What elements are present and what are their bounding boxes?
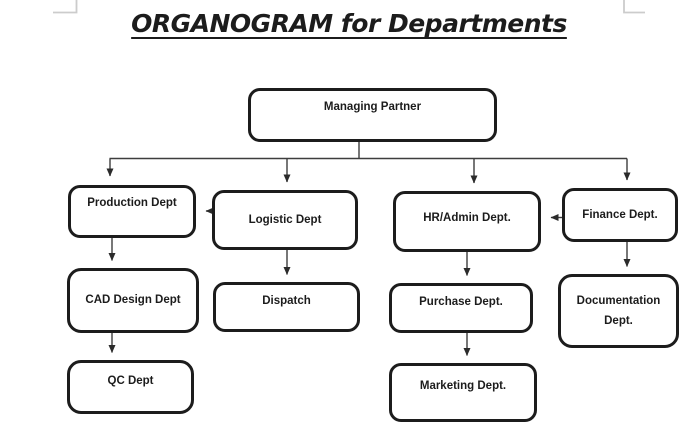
- node-documentation-dept: Documentation Dept.: [558, 274, 679, 348]
- node-marketing-dept: Marketing Dept.: [389, 363, 537, 422]
- node-dispatch: Dispatch: [213, 282, 360, 332]
- node-managing-partner-label: Managing Partner: [323, 100, 422, 113]
- node-hr-admin-dept-label: HR/Admin Dept.: [423, 212, 511, 225]
- node-dispatch-label: Dispatch: [262, 294, 311, 307]
- node-cad-design-dept-label: CAD Design Dept: [85, 294, 181, 307]
- node-qc-dept-label: QC Dept: [107, 374, 154, 387]
- node-managing-partner: Managing Partner: [248, 88, 497, 142]
- node-purchase-dept-label: Purchase Dept.: [419, 295, 503, 308]
- node-qc-dept: QC Dept: [67, 360, 194, 414]
- node-hr-admin-dept: HR/Admin Dept.: [393, 191, 541, 252]
- node-cad-design-dept: CAD Design Dept: [67, 268, 199, 333]
- node-production-dept-label: Production Dept: [87, 197, 177, 210]
- node-marketing-dept-label: Marketing Dept.: [419, 380, 507, 393]
- margin-mark-top-right: [623, 0, 645, 14]
- margin-mark-top-left: [53, 0, 78, 14]
- page-title: ORGANOGRAM for Departments: [131, 9, 567, 38]
- node-logistic-dept: Logistic Dept: [212, 190, 358, 250]
- node-documentation-dept-label: Documentation Dept.: [576, 294, 661, 327]
- node-production-dept: Production Dept: [68, 185, 196, 238]
- node-finance-dept-label: Finance Dept.: [582, 208, 658, 221]
- page-margin-marks: [53, 0, 645, 14]
- node-logistic-dept-label: Logistic Dept: [248, 213, 322, 226]
- node-finance-dept: Finance Dept.: [562, 188, 678, 242]
- node-purchase-dept: Purchase Dept.: [389, 283, 533, 333]
